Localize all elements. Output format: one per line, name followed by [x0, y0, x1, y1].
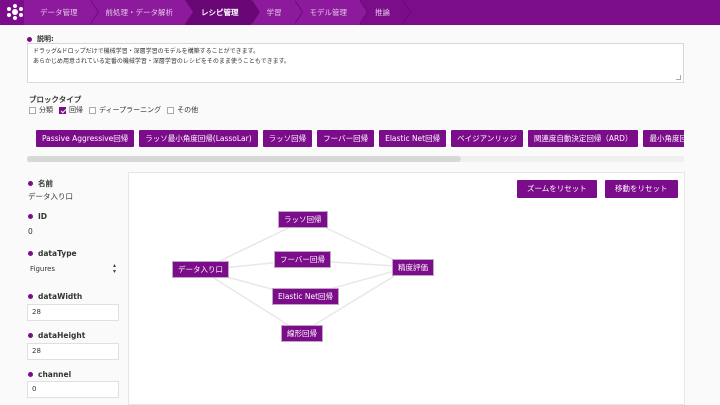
prop-channel-label: channel [28, 370, 71, 379]
bullet-icon [28, 294, 33, 299]
palette-scrollbar-thumb[interactable] [27, 156, 461, 162]
palette-scrollbar[interactable] [27, 156, 684, 162]
channel-input[interactable]: 0 [27, 381, 119, 398]
prop-name-label: 名前 [28, 178, 53, 189]
description-text: ドラッグ&ドロップだけで機械学習・深層学習のモデルを構築することができます。 あ… [33, 48, 290, 65]
nav-tab-model[interactable]: モデル管理 [293, 0, 368, 25]
filter-deep-learning-label: ディープラーニング [99, 106, 162, 114]
select-arrows-icon: ▴▾ [112, 262, 116, 275]
block-palette: Passive Aggressive回帰 ラッソ最小角度回帰(LassoLar)… [27, 122, 684, 162]
prop-datawidth-label: dataWidth [28, 292, 82, 301]
properties-panel: 名前 データ入り口 ID 0 dataType Figures ▴▾ dataW… [0, 170, 125, 405]
filter-regression-label: 回帰 [69, 106, 83, 114]
filter-classification[interactable]: 分類 [29, 105, 53, 115]
block-type-label: ブロックタイプ [29, 95, 82, 104]
block-lasso-lars[interactable]: ラッソ最小角度回帰(LassoLar) [139, 130, 258, 147]
prop-name-label-text: 名前 [38, 179, 53, 188]
block-type-filters: 分類 回帰 ディープラーニング その他 [29, 105, 204, 115]
bullet-icon [28, 333, 33, 338]
prop-id-value: 0 [28, 227, 33, 236]
edge-linear-eval [300, 266, 410, 334]
recipe-canvas[interactable]: ズームをリセット 移動をリセット データ入り口 ラッソ回帰 フーバー回帰 Ela… [128, 172, 685, 405]
resize-grip-icon[interactable] [676, 75, 681, 80]
connection-edges [200, 218, 410, 334]
block-passive-aggressive[interactable]: Passive Aggressive回帰 [36, 130, 135, 147]
edge-input-linear [200, 269, 302, 334]
bullet-icon [27, 36, 32, 42]
prop-dataheight-label-text: dataHeight [38, 331, 86, 340]
description-textarea[interactable]: ドラッグ&ドロップだけで機械学習・深層学習のモデルを構築することができます。 あ… [27, 43, 684, 83]
checkbox-other[interactable] [167, 106, 175, 114]
bullet-icon [28, 251, 33, 256]
breadcrumb: データ管理 前処理・データ解析 レシピ管理 学習 モデル管理 推論 [24, 0, 411, 25]
datatype-select[interactable]: Figures ▴▾ [27, 262, 119, 276]
description-label-text: 説明: [37, 35, 54, 43]
prop-channel-label-text: channel [38, 370, 72, 379]
bullet-icon [28, 214, 33, 219]
prop-dataheight-label: dataHeight [28, 331, 85, 340]
nav-tab-preprocess[interactable]: 前処理・データ解析 [89, 0, 194, 25]
node-linear[interactable]: 線形回帰 [281, 325, 323, 342]
checkbox-regression[interactable] [59, 106, 66, 114]
datawidth-input[interactable]: 28 [27, 304, 119, 321]
prop-datawidth-label-text: dataWidth [38, 292, 83, 301]
block-ard[interactable]: 関連度自動決定回帰（ARD） [527, 130, 639, 147]
prop-id-label: ID [28, 212, 47, 221]
node-lasso[interactable]: ラッソ回帰 [278, 211, 328, 228]
logo-icon [7, 4, 23, 20]
block-lasso[interactable]: ラッソ回帰 [262, 130, 313, 147]
datatype-select-value: Figures [30, 265, 56, 273]
bullet-icon [28, 372, 33, 377]
block-huber[interactable]: フーバー回帰 [317, 130, 375, 147]
nav-tab-recipe[interactable]: レシピ管理 [185, 0, 259, 25]
node-huber[interactable]: フーバー回帰 [274, 251, 331, 268]
dataheight-input[interactable]: 28 [27, 343, 119, 360]
node-accuracy-eval[interactable]: 精度評価 [392, 259, 434, 276]
filter-other[interactable]: その他 [167, 105, 198, 115]
reset-move-button[interactable]: 移動をリセット [605, 180, 678, 198]
filter-deep-learning[interactable]: ディープラーニング [89, 105, 161, 115]
prop-name-value: データ入り口 [28, 192, 73, 201]
bullet-icon [28, 181, 33, 186]
node-elastic-net[interactable]: Elastic Net回帰 [272, 288, 340, 305]
nav-tab-data[interactable]: データ管理 [24, 0, 98, 25]
node-data-input[interactable]: データ入り口 [172, 261, 229, 278]
description-label: 説明: [27, 34, 54, 44]
prop-id-label-text: ID [38, 212, 48, 221]
filter-classification-label: 分類 [39, 106, 53, 114]
reset-zoom-button[interactable]: ズームをリセット [517, 180, 597, 198]
top-nav: データ管理 前処理・データ解析 レシピ管理 学習 モデル管理 推論 [0, 0, 720, 25]
block-lars[interactable]: 最小角度回帰 [643, 130, 684, 147]
checkbox-classification[interactable] [29, 106, 36, 114]
filter-regression[interactable]: 回帰 [59, 105, 83, 115]
prop-datatype-label: dataType [28, 249, 77, 258]
block-bayesian-ridge[interactable]: ベイジアンリッジ [451, 130, 523, 147]
block-elastic-net[interactable]: Elastic Net回帰 [379, 130, 447, 147]
filter-other-label: その他 [177, 106, 199, 114]
checkbox-deep-learning[interactable] [89, 106, 96, 114]
prop-datatype-label-text: dataType [38, 249, 77, 258]
